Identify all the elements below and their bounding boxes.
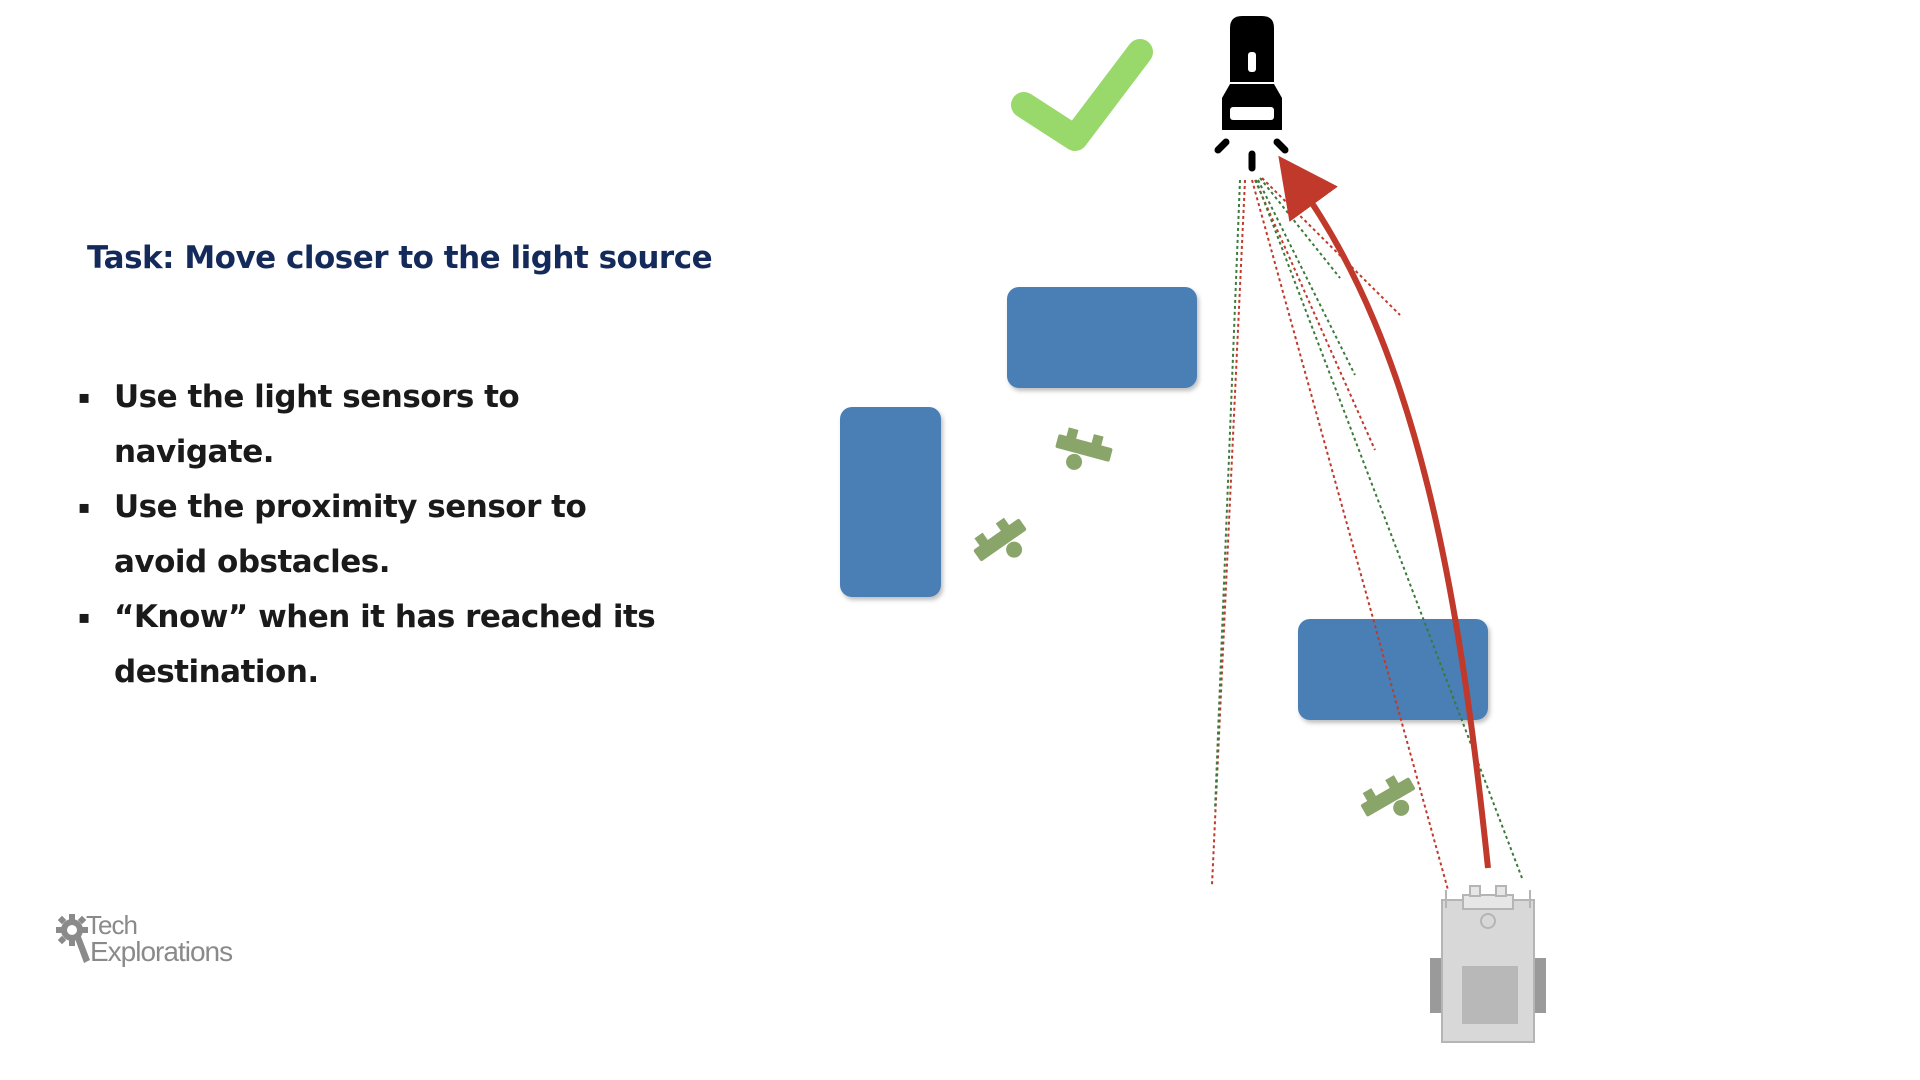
- satellite-icon: [1360, 775, 1416, 817]
- bullet-item: ▪ Use the light sensors to navigate.: [78, 370, 678, 480]
- gear-wrench-icon: [56, 914, 90, 963]
- satellite-icon: [973, 517, 1027, 562]
- bullet-text: Use the light sensors to navigate.: [114, 379, 520, 470]
- robot-path-arrow: [1278, 155, 1491, 869]
- checkmark-icon: [1011, 39, 1153, 151]
- satellite-icon: [1055, 427, 1113, 470]
- slide-title: Task: Move closer to the light source: [87, 240, 713, 276]
- bullet-text: Use the proximity sensor to avoid obstac…: [114, 489, 587, 580]
- bullet-marker: ▪: [78, 607, 90, 628]
- logo-line-2: Explorations: [90, 936, 233, 967]
- obstacle-right: [1298, 619, 1488, 720]
- robot-car-icon: [1430, 885, 1546, 1043]
- logo-line-1: Tech: [86, 910, 138, 940]
- bullet-text: “Know” when it has reached its destinati…: [114, 599, 656, 690]
- obstacle-top: [1007, 287, 1197, 388]
- obstacle-left: [840, 407, 941, 597]
- bullet-marker: ▪: [78, 497, 90, 518]
- bullet-item: ▪ “Know” when it has reached its destina…: [78, 590, 674, 700]
- tech-explorations-logo: Tech Explorations: [54, 908, 274, 978]
- bullet-item: ▪ Use the proximity sensor to avoid obst…: [78, 480, 674, 590]
- bullet-marker: ▪: [78, 387, 90, 408]
- sensor-rays: [1211, 177, 1523, 891]
- bullet-list: ▪ Use the light sensors to navigate. ▪ U…: [78, 370, 678, 700]
- flashlight-icon: [1214, 16, 1289, 172]
